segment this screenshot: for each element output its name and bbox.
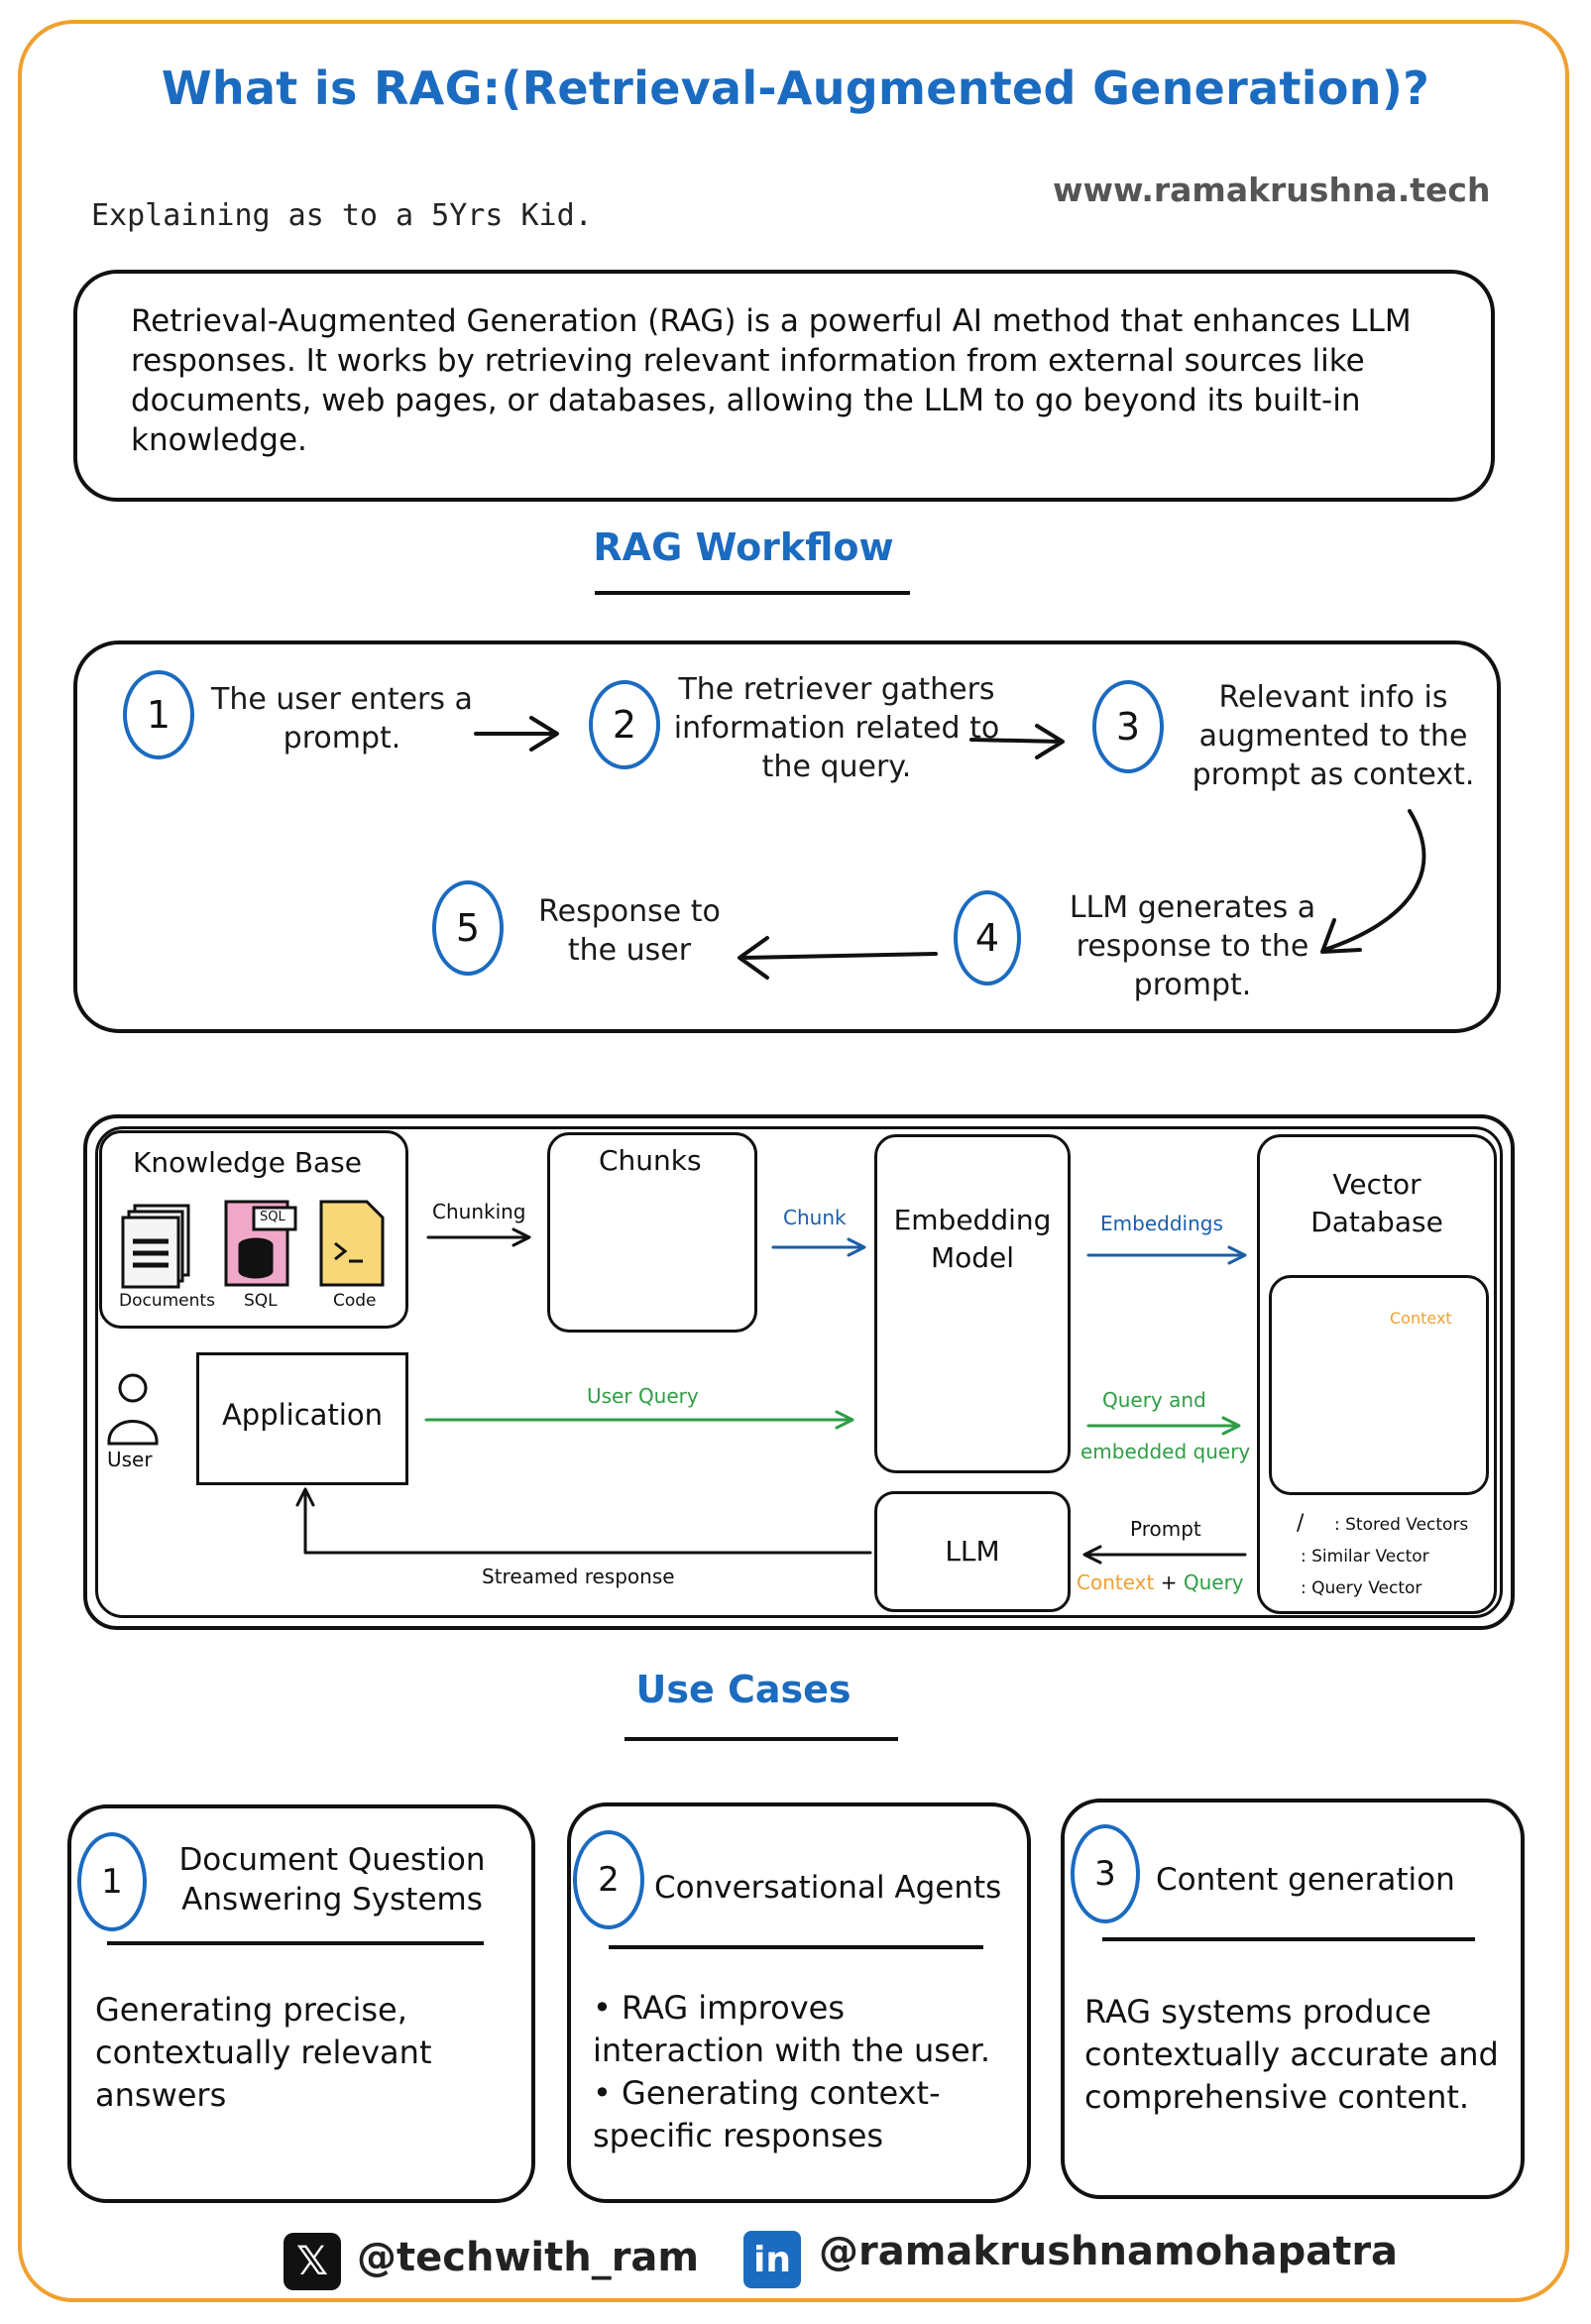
subtitle: Explaining as to a 5Yrs Kid. [91, 198, 593, 233]
use-case-2-bullet-1: • RAG improves interaction with the user… [593, 1989, 991, 2069]
application-box[interactable] [196, 1352, 408, 1485]
kb-documents-label: Documents [119, 1291, 215, 1311]
user-icon [107, 1373, 159, 1446]
use-cases-heading: Use Cases [635, 1668, 852, 1711]
legend-similar: : Similar Vector [1301, 1547, 1429, 1567]
arrow-3-to-4 [1320, 809, 1426, 954]
llm-box [874, 1491, 1071, 1612]
application-label: Application [221, 1398, 384, 1432]
website-link[interactable]: www.ramakrushna.tech [1053, 171, 1491, 209]
page-frame [18, 20, 1569, 2302]
use-cases-heading-underline [625, 1737, 898, 1741]
step-1-circle: 1 [123, 670, 194, 759]
documents-icon [121, 1204, 190, 1289]
streamed-response-arrow [295, 1487, 872, 1555]
use-case-2-title: Conversational Agents [654, 1870, 1002, 1906]
prompt-arrow [1082, 1545, 1247, 1565]
arrow-2-to-3 [969, 724, 1065, 759]
use-case-3-underline [1102, 1937, 1475, 1941]
step-3-text: Relevant info is augmented to the prompt… [1192, 680, 1475, 792]
step-1-text: The user enters a prompt. [211, 682, 473, 755]
use-case-1-circle: 1 [77, 1832, 147, 1931]
vector-database-label: Vector Database [1310, 1168, 1443, 1238]
query-embedded-arrow [1086, 1416, 1241, 1436]
workflow-heading: RAG Workflow [593, 525, 894, 569]
context-label: Context [1390, 1309, 1452, 1328]
use-case-1-title: Document Question Answering Systems [178, 1842, 486, 1917]
use-case-3-body: RAG systems produce contextually accurat… [1084, 1993, 1499, 2116]
workflow-box [73, 640, 1501, 1033]
use-case-3-circle: 3 [1071, 1824, 1140, 1923]
sql-database-icon [224, 1200, 297, 1287]
step-5-text: Response to the user [538, 894, 721, 968]
arrow-1-to-2 [474, 716, 559, 752]
chunk-label: Chunk [783, 1206, 847, 1229]
chunks-box [547, 1132, 757, 1333]
step-4-text: LLM generates a response to the prompt. [1069, 890, 1316, 1002]
chunk-arrow [771, 1237, 866, 1257]
user-label: User [107, 1448, 153, 1471]
step-2-circle: 2 [589, 680, 660, 769]
user-query-arrow [424, 1410, 854, 1430]
sql-tag: SQL [260, 1210, 285, 1224]
use-case-2-underline [609, 1945, 983, 1949]
embedding-model-box [874, 1134, 1071, 1473]
knowledge-base-label: Knowledge Base [133, 1146, 362, 1179]
intro-box [73, 270, 1495, 502]
plus-sign: + [1160, 1570, 1178, 1594]
kb-sql-label: SQL [244, 1291, 278, 1311]
embedding-model-label: Embedding Model [893, 1204, 1052, 1274]
code-file-icon [319, 1200, 385, 1287]
chunking-label: Chunking [432, 1200, 526, 1223]
streamed-response-label: Streamed response [482, 1565, 675, 1588]
step-3-circle: 3 [1092, 680, 1164, 773]
x-logo-icon[interactable]: 𝕏 [284, 2233, 341, 2290]
step-4-circle: 4 [954, 890, 1021, 986]
use-case-card-1 [67, 1804, 535, 2203]
arrow-4-to-5 [738, 936, 938, 980]
legend-stored-sep: / [1297, 1511, 1305, 1536]
use-case-1-underline [107, 1941, 484, 1945]
vector-space-box [1269, 1275, 1489, 1495]
workflow-heading-underline [595, 591, 910, 595]
query-and-label: Query and [1102, 1388, 1206, 1412]
use-case-card-2 [567, 1802, 1031, 2203]
embeddings-label: Embeddings [1100, 1212, 1223, 1235]
step-2-text: The retriever gathers information relate… [673, 672, 1000, 784]
llm-label: LLM [945, 1535, 1000, 1568]
linkedin-logo-icon[interactable]: in [743, 2231, 801, 2288]
twitter-handle[interactable]: @techwith_ram [357, 2235, 700, 2280]
legend-query: : Query Vector [1301, 1578, 1422, 1598]
linkedin-letters: in [753, 2239, 791, 2280]
chunks-label: Chunks [599, 1144, 702, 1177]
page-title: What is RAG:(Retrieval-Augmented Generat… [161, 61, 1430, 115]
use-case-2-bullet-2: • Generating context-specific responses [593, 2074, 941, 2154]
prompt-label: Prompt [1130, 1517, 1201, 1541]
context-plus-query-label: Context + Query [1077, 1570, 1244, 1594]
intro-text: Retrieval-Augmented Generation (RAG) is … [131, 303, 1412, 458]
use-case-2-circle: 2 [573, 1830, 644, 1929]
use-case-1-body: Generating precise, contextually relevan… [95, 1991, 432, 2114]
linkedin-handle[interactable]: @ramakrushnamohapatra [819, 2229, 1399, 2274]
chunking-arrow [426, 1227, 531, 1247]
context-word: Context [1077, 1570, 1155, 1594]
legend-stored: : Stored Vectors [1334, 1515, 1469, 1535]
kb-code-label: Code [333, 1291, 377, 1311]
step-5-circle: 5 [432, 880, 504, 976]
use-case-3-title: Content generation [1156, 1862, 1455, 1898]
embeddings-arrow [1086, 1245, 1247, 1265]
embedded-query-label: embedded query [1080, 1440, 1251, 1463]
query-word: Query [1183, 1570, 1244, 1594]
user-query-label: User Query [587, 1384, 699, 1408]
